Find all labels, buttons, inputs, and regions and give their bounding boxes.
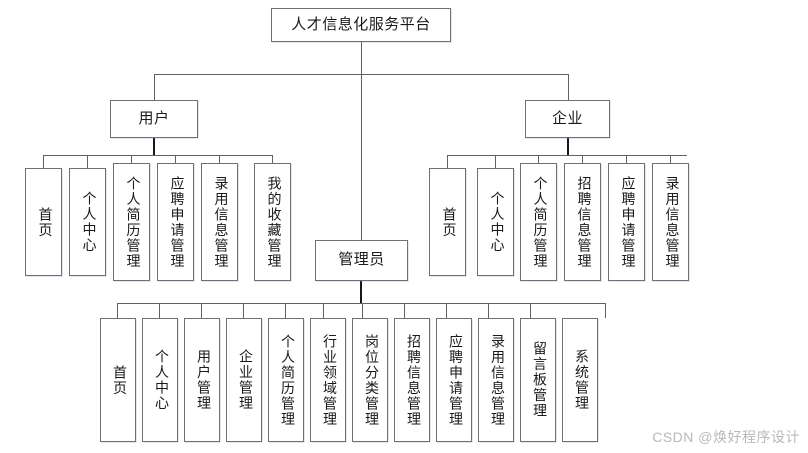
node-label: 系统管理 <box>573 349 588 411</box>
node-label: 企业管理 <box>237 349 252 411</box>
node-label: 首页 <box>111 364 126 396</box>
connector-user-child-4 <box>219 155 220 168</box>
node-label: 个人简历管理 <box>531 175 547 269</box>
connector-admin-child-6 <box>362 303 363 318</box>
connector-admin-stem <box>360 281 362 303</box>
node-enterprise-child-2[interactable]: 个人简历管理 <box>520 163 557 281</box>
node-user-child-0[interactable]: 首页 <box>25 168 62 276</box>
connector-user-child-1 <box>87 155 88 168</box>
node-label: 录用信息管理 <box>212 175 228 269</box>
connector-admin-child-4 <box>285 303 286 318</box>
csdn-watermark: CSDN @焕好程序设计 <box>652 429 800 445</box>
connector-user-child-2 <box>131 155 132 168</box>
connector-admin-child-9 <box>488 303 489 318</box>
connector-admin-bus <box>117 303 605 304</box>
connector-enterprise-child-0 <box>447 155 448 168</box>
node-user-child-5[interactable]: 我的收藏管理 <box>254 163 291 281</box>
node-label: 录用信息管理 <box>663 175 679 269</box>
node-user-child-3[interactable]: 应聘申请管理 <box>157 163 194 281</box>
node-label: 首页 <box>36 206 52 238</box>
node-admin-child-6[interactable]: 岗位分类管理 <box>352 318 388 442</box>
connector-admin-child-3 <box>243 303 244 318</box>
node-label: 首页 <box>440 206 456 238</box>
node-user-label: 用户 <box>138 110 170 127</box>
connector-enterprise-bus <box>447 155 687 156</box>
node-user[interactable]: 用户 <box>110 100 198 138</box>
connector-user-bus <box>43 155 272 156</box>
connector-admin-child-0 <box>117 303 118 318</box>
node-label: 个人简历管理 <box>124 175 140 269</box>
node-admin-child-4[interactable]: 个人简历管理 <box>268 318 304 442</box>
node-user-child-4[interactable]: 录用信息管理 <box>201 163 238 281</box>
connector-admin-child-2 <box>201 303 202 318</box>
node-label: 应聘申请管理 <box>619 175 635 269</box>
connector-admin-child-1 <box>159 303 160 318</box>
node-admin-child-8[interactable]: 应聘申请管理 <box>436 318 472 442</box>
connector-user-stem <box>153 138 155 155</box>
node-label: 我的收藏管理 <box>265 175 281 269</box>
node-enterprise-child-4[interactable]: 应聘申请管理 <box>608 163 645 281</box>
node-label: 留言板管理 <box>531 341 546 419</box>
node-user-child-2[interactable]: 个人简历管理 <box>113 163 150 281</box>
connector-admin-child-8 <box>446 303 447 318</box>
node-admin-child-5[interactable]: 行业领域管理 <box>310 318 346 442</box>
connector-enterprise-child-3 <box>582 155 583 168</box>
connector-user-child-3 <box>175 155 176 168</box>
node-label: 招聘信息管理 <box>575 175 591 269</box>
connector-to-user <box>154 74 155 100</box>
node-enterprise-child-1[interactable]: 个人中心 <box>477 168 514 276</box>
node-admin-child-11[interactable]: 系统管理 <box>562 318 598 442</box>
node-root-label: 人才信息化服务平台 <box>291 16 431 33</box>
node-label: 个人中心 <box>153 349 168 411</box>
node-label: 招聘信息管理 <box>405 333 420 427</box>
node-label: 岗位分类管理 <box>363 333 378 427</box>
node-label: 录用信息管理 <box>489 333 504 427</box>
node-label: 个人简历管理 <box>279 333 294 427</box>
connector-enterprise-child-4 <box>626 155 627 168</box>
node-enterprise-child-5[interactable]: 录用信息管理 <box>652 163 689 281</box>
node-admin-child-7[interactable]: 招聘信息管理 <box>394 318 430 442</box>
connector-admin-child-10 <box>530 303 531 318</box>
node-admin-child-2[interactable]: 用户管理 <box>184 318 220 442</box>
node-admin-label: 管理员 <box>338 252 385 269</box>
node-label: 个人中心 <box>488 191 504 253</box>
node-root[interactable]: 人才信息化服务平台 <box>271 8 451 42</box>
node-admin-child-10[interactable]: 留言板管理 <box>520 318 556 442</box>
connector-admin-child-5 <box>323 303 324 318</box>
connector-user-child-5 <box>272 155 273 168</box>
node-admin-child-9[interactable]: 录用信息管理 <box>478 318 514 442</box>
node-admin-child-1[interactable]: 个人中心 <box>142 318 178 442</box>
node-user-child-1[interactable]: 个人中心 <box>69 168 106 276</box>
node-enterprise-child-0[interactable]: 首页 <box>429 168 466 276</box>
connector-admin-child-11 <box>605 303 606 318</box>
node-label: 应聘申请管理 <box>168 175 184 269</box>
connector-enterprise-child-5 <box>670 155 671 168</box>
connector-user-child-0 <box>43 155 44 168</box>
connector-enterprise-stem <box>567 138 569 155</box>
connector-enterprise-child-2 <box>538 155 539 168</box>
node-enterprise-child-3[interactable]: 招聘信息管理 <box>564 163 601 281</box>
connector-to-enterprise <box>568 74 569 100</box>
node-admin[interactable]: 管理员 <box>315 240 408 281</box>
connector-admin-child-7 <box>404 303 405 318</box>
connector-enterprise-child-1 <box>495 155 496 168</box>
node-label: 行业领域管理 <box>321 333 336 427</box>
node-enterprise[interactable]: 企业 <box>525 100 610 138</box>
node-label: 用户管理 <box>195 349 210 411</box>
connector-to-admin-stem <box>361 74 362 240</box>
node-enterprise-label: 企业 <box>551 110 583 127</box>
connector-root-stem <box>361 42 362 74</box>
node-label: 应聘申请管理 <box>447 333 462 427</box>
node-admin-child-3[interactable]: 企业管理 <box>226 318 262 442</box>
node-admin-child-0[interactable]: 首页 <box>100 318 136 442</box>
node-label: 个人中心 <box>80 191 96 253</box>
